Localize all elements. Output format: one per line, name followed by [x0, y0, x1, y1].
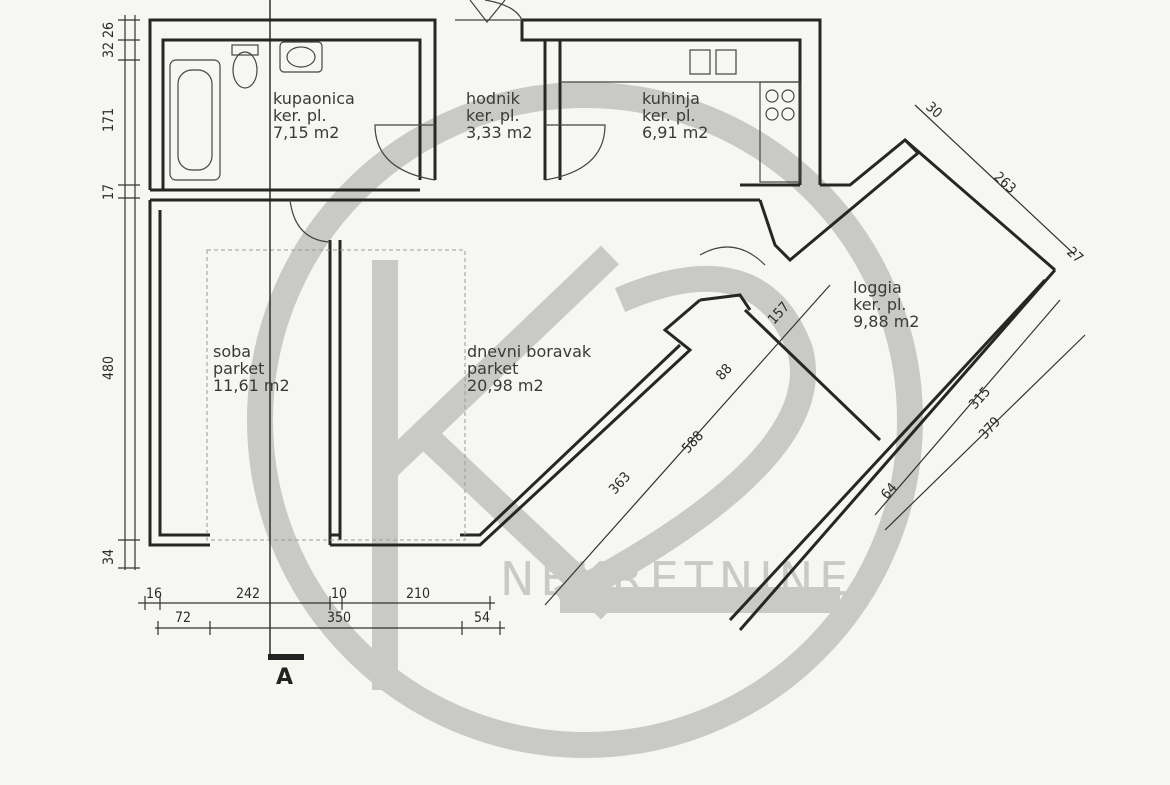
svg-text:hodnik: hodnik [466, 89, 521, 108]
dashed-outlines [206, 249, 466, 541]
svg-text:ker. pl.: ker. pl. [273, 106, 327, 125]
svg-text:480: 480 [101, 356, 117, 380]
svg-text:parket: parket [467, 359, 518, 378]
svg-text:27: 27 [1063, 244, 1086, 267]
svg-text:10: 10 [331, 586, 347, 602]
svg-text:171: 171 [101, 108, 117, 132]
svg-text:64: 64 [878, 480, 901, 503]
walls [148, 18, 1057, 631]
svg-text:34: 34 [101, 549, 117, 565]
watermark-logo: NEKRETNINE [247, 82, 923, 758]
watermark-text: NEKRETNINE [500, 552, 854, 606]
svg-text:soba: soba [213, 342, 251, 361]
svg-text:88: 88 [713, 361, 736, 384]
dimension-left: 32 26 171 17 480 34 [101, 15, 140, 570]
room-loggia: loggia ker. pl. 9,88 m2 [853, 278, 919, 331]
svg-text:588: 588 [679, 428, 707, 457]
svg-text:32: 32 [101, 42, 117, 58]
svg-text:54: 54 [474, 610, 490, 626]
svg-text:363: 363 [606, 469, 634, 498]
svg-text:kupaonica: kupaonica [273, 89, 355, 108]
fixtures [169, 41, 801, 183]
svg-text:30: 30 [922, 99, 945, 122]
svg-text:11,61 m2: 11,61 m2 [213, 376, 290, 395]
svg-text:3,33 m2: 3,33 m2 [466, 123, 532, 142]
room-kupaonica: kupaonica ker. pl. 7,15 m2 [273, 89, 355, 142]
svg-text:7,15 m2: 7,15 m2 [273, 123, 339, 142]
svg-text:ker. pl.: ker. pl. [853, 295, 907, 314]
svg-text:dnevni boravak: dnevni boravak [467, 342, 592, 361]
room-soba: soba parket 11,61 m2 [213, 342, 290, 395]
svg-text:315: 315 [966, 384, 994, 413]
svg-text:210: 210 [406, 586, 430, 602]
svg-text:263: 263 [990, 169, 1019, 197]
dimension-bottom: 16 242 10 210 72 350 54 [138, 586, 505, 635]
svg-text:6,91 m2: 6,91 m2 [642, 123, 708, 142]
svg-text:20,98 m2: 20,98 m2 [467, 376, 544, 395]
svg-text:kuhinja: kuhinja [642, 89, 700, 108]
svg-text:72: 72 [175, 610, 191, 626]
svg-text:ker. pl.: ker. pl. [642, 106, 696, 125]
doors [289, 0, 766, 266]
room-dnevni-boravak: dnevni boravak parket 20,98 m2 [467, 342, 592, 395]
section-marker: A [276, 665, 293, 690]
svg-text:242: 242 [236, 586, 260, 602]
svg-text:ker. pl.: ker. pl. [466, 106, 520, 125]
svg-text:26: 26 [101, 22, 117, 38]
room-hodnik: hodnik ker. pl. 3,33 m2 [466, 89, 532, 142]
svg-text:parket: parket [213, 359, 264, 378]
svg-text:17: 17 [101, 184, 117, 200]
section-line: A [268, 0, 304, 690]
svg-text:loggia: loggia [853, 278, 902, 297]
svg-text:16: 16 [146, 586, 162, 602]
svg-text:350: 350 [327, 610, 351, 626]
svg-text:9,88 m2: 9,88 m2 [853, 312, 919, 331]
room-kuhinja: kuhinja ker. pl. 6,91 m2 [642, 89, 708, 142]
